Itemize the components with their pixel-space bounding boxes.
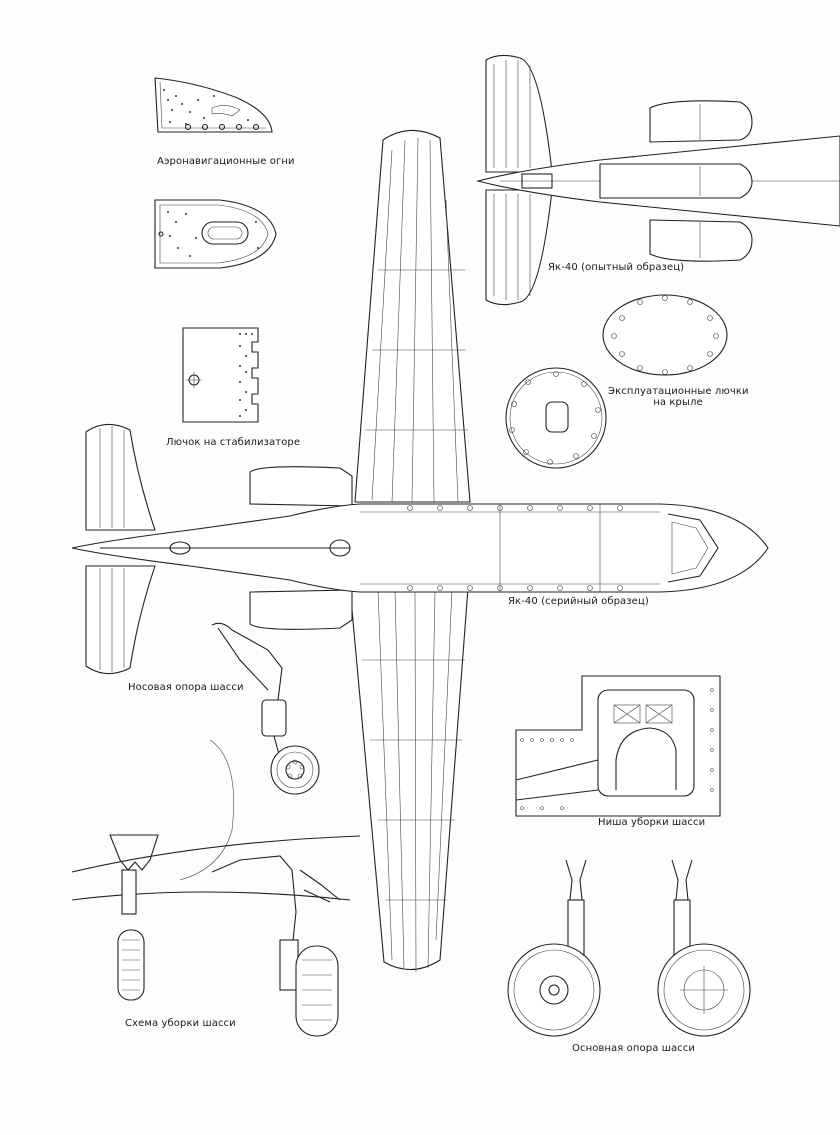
- main-gear-drawing: [507, 859, 751, 1037]
- serial-aircraft-drawing: [71, 129, 769, 973]
- caption-service-hatches-line2: на крыле: [653, 397, 703, 408]
- caption-retraction-scheme: Схема уборки шасси: [125, 1018, 236, 1029]
- nav-light-side-view: [154, 199, 277, 269]
- caption-main-gear: Основная опора шасси: [572, 1043, 695, 1054]
- nav-light-top-view: [154, 77, 273, 133]
- caption-prototype: Як-40 (опытный образец): [548, 262, 685, 273]
- caption-service-hatches-line1: Эксплуатационные лючки: [608, 386, 749, 397]
- caption-serial: Як-40 (серийный образец): [508, 596, 649, 607]
- nose-gear-drawing: [179, 622, 320, 881]
- gear-bay-drawing: [515, 675, 721, 817]
- stabilizer-hatch-drawing: [182, 327, 259, 423]
- caption-service-hatches: Эксплуатационные лючки на крыле: [608, 386, 749, 408]
- caption-nav-lights: Аэронавигационные огни: [157, 156, 295, 167]
- caption-nose-gear: Носовая опора шасси: [128, 682, 244, 693]
- caption-stabilizer-hatch: Лючок на стабилизаторе: [166, 437, 301, 448]
- prototype-aircraft-drawing: [475, 54, 840, 306]
- wing-service-hatches-drawing: [505, 294, 728, 469]
- caption-gear-bay: Ниша уборки шасси: [598, 817, 706, 828]
- retraction-scheme-drawing: [71, 834, 361, 1037]
